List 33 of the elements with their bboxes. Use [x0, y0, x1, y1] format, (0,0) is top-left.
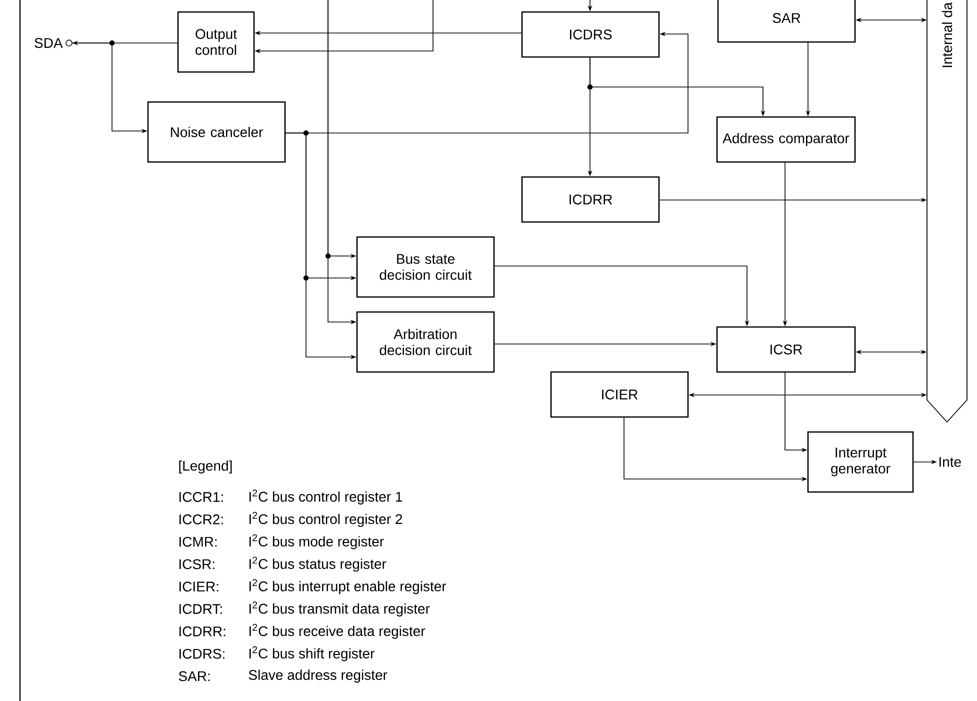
- register-abbreviation: ICCR2:: [180, 514, 223, 524]
- register-description: I$^{2}$C bus control register 1: [250, 490, 402, 504]
- register-description: I$^{2}$C bus receive data register: [250, 624, 426, 639]
- legend-heading: [Legend]: [179, 460, 232, 474]
- register-description: I$^{2}$C bus mode register: [250, 534, 384, 550]
- register-description: I$^{2}$C bus interrupt enable register: [250, 579, 446, 594]
- output-text: Inte: [940, 457, 961, 467]
- register-box: ICDRR: [521, 176, 660, 223]
- register-description: I$^{2}$C bus transmit data register: [250, 602, 430, 616]
- register-abbreviation: ICMR:: [180, 536, 217, 547]
- register-box: ICSR: [716, 326, 856, 373]
- register-abbreviation: ICDRR:: [180, 626, 226, 636]
- process-box: Arbitration decision circuit: [356, 311, 495, 373]
- register-description: I$^{2}$C bus control register 2: [250, 512, 402, 527]
- register-description: Slave address register: [248, 670, 388, 683]
- register-abbreviation: ICSR:: [180, 559, 214, 570]
- register-abbreviation: ICIER:: [180, 582, 218, 592]
- register-box: ICIER: [550, 371, 689, 418]
- process-box: Interrupt generator: [807, 431, 914, 493]
- node-label: SDA: [34, 38, 63, 48]
- register-box: ICDRS: [521, 11, 660, 58]
- terminal: SDA: [34, 38, 72, 48]
- register-abbreviation: SAR:: [178, 671, 210, 682]
- process-box: Address comparator: [716, 116, 856, 163]
- register-abbreviation: ICDRT:: [180, 604, 222, 614]
- register-abbreviation: ICDRS:: [180, 648, 224, 659]
- process-box: Output control: [177, 11, 255, 73]
- register-description: I$^{2}$C bus shift register: [250, 646, 374, 662]
- process-box: Noise canceler: [147, 101, 286, 163]
- process-box: Bus state decision circuit: [356, 236, 495, 298]
- register-description: I$^{2}$C bus status register: [250, 556, 386, 572]
- register-abbreviation: ICCR1:: [180, 492, 223, 502]
- register-box: SAR: [717, 0, 856, 43]
